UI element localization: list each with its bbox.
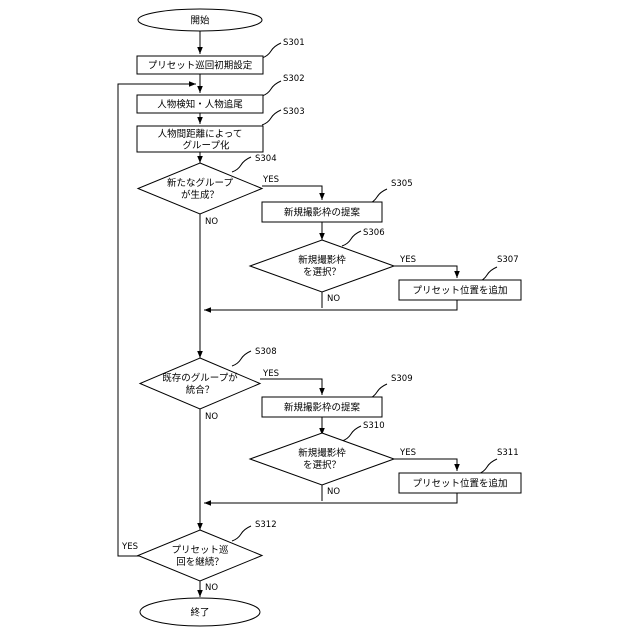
s310-step-id: S310 <box>363 421 385 431</box>
s308-no-label: NO <box>205 412 218 422</box>
s311-label: プリセット位置を追加 <box>412 478 507 490</box>
s304-step-id: S304 <box>255 154 277 164</box>
s305-label: 新規撮影枠の提案 <box>284 207 361 219</box>
s312-label-line1: プリセット巡 <box>171 545 229 556</box>
s310-yes-label: YES <box>399 448 416 458</box>
s302-label: 人物検知・人物追尾 <box>157 99 243 111</box>
s308-label-line1: 既存のグループが <box>162 372 238 384</box>
s310-decision <box>250 433 394 485</box>
s304-label-line2: が生成？ <box>181 189 219 201</box>
node-s311: プリセット位置を追加 S311 <box>399 448 521 493</box>
node-start: 開始 <box>138 9 262 31</box>
node-s304: 新たなグループ が生成？ S304 YES NO <box>138 154 279 227</box>
leader-s301 <box>262 43 281 58</box>
leader-s302 <box>262 81 281 96</box>
node-s309: 新規撮影枠の提案 S309 <box>262 374 413 417</box>
s303-step-id: S303 <box>283 107 305 117</box>
node-s306: 新規撮影枠 を選択？ S306 YES NO <box>250 228 416 304</box>
s306-label-line1: 新規撮影枠 <box>298 254 346 266</box>
node-s303: 人物間距離によって グループ化 S303 <box>137 107 305 152</box>
leader-s304 <box>232 157 251 172</box>
start-label: 開始 <box>190 15 210 27</box>
s310-label-line1: 新規撮影枠 <box>298 447 346 459</box>
s306-no-label: NO <box>327 294 340 304</box>
s312-yes-label: YES <box>121 542 138 552</box>
s301-label: プリセット巡回初期設定 <box>148 60 253 72</box>
s303-label-line1: 人物間距離によって <box>158 128 243 140</box>
s304-label-line1: 新たなグループ <box>167 177 233 189</box>
s312-label-line2: 回を継続？ <box>176 556 224 568</box>
edge-s312-yes-loop <box>118 84 196 556</box>
node-s305: 新規撮影枠の提案 S305 <box>262 179 413 222</box>
edge-s308-yes <box>260 379 322 395</box>
s306-label-line2: を選択？ <box>303 266 341 278</box>
s307-label: プリセット位置を追加 <box>412 285 507 297</box>
s302-step-id: S302 <box>283 74 305 84</box>
s308-label-line2: 統合？ <box>186 384 215 396</box>
s309-label: 新規撮影枠の提案 <box>284 402 361 414</box>
node-s312: プリセット巡 回を継続？ S312 YES NO <box>121 520 277 593</box>
s306-decision <box>250 240 394 292</box>
s312-no-label: NO <box>205 583 218 593</box>
edge-s304-yes <box>262 186 322 200</box>
s311-step-id: S311 <box>497 448 519 458</box>
edge-s310-yes <box>394 459 457 471</box>
s310-no-label: NO <box>327 487 340 497</box>
s312-step-id: S312 <box>255 520 277 530</box>
node-s308: 既存のグループが 統合？ S308 YES NO <box>140 347 279 422</box>
leader-s312 <box>232 526 251 541</box>
node-end: 終了 <box>140 598 260 626</box>
leader-s310 <box>342 426 361 441</box>
s308-yes-label: YES <box>262 369 279 379</box>
s306-yes-label: YES <box>399 255 416 265</box>
leader-s303 <box>262 110 281 125</box>
node-s302: 人物検知・人物追尾 S302 <box>137 74 305 113</box>
s309-step-id: S309 <box>391 374 413 384</box>
s307-step-id: S307 <box>497 255 519 265</box>
s306-step-id: S306 <box>363 228 385 238</box>
s303-label-line2: グループ化 <box>183 140 230 152</box>
leader-s311 <box>478 459 497 474</box>
end-label: 終了 <box>190 607 209 619</box>
s305-step-id: S305 <box>391 179 413 189</box>
s308-step-id: S308 <box>255 347 277 357</box>
leader-s308 <box>232 351 251 366</box>
s304-yes-label: YES <box>262 175 279 185</box>
s304-no-label: NO <box>205 217 218 227</box>
leader-s306 <box>342 231 361 246</box>
node-s307: プリセット位置を追加 S307 <box>399 255 521 300</box>
edge-s306-yes <box>394 266 457 278</box>
s301-step-id: S301 <box>283 38 305 48</box>
s310-label-line2: を選択？ <box>303 459 341 471</box>
node-s310: 新規撮影枠 を選択？ S310 YES NO <box>250 421 416 497</box>
